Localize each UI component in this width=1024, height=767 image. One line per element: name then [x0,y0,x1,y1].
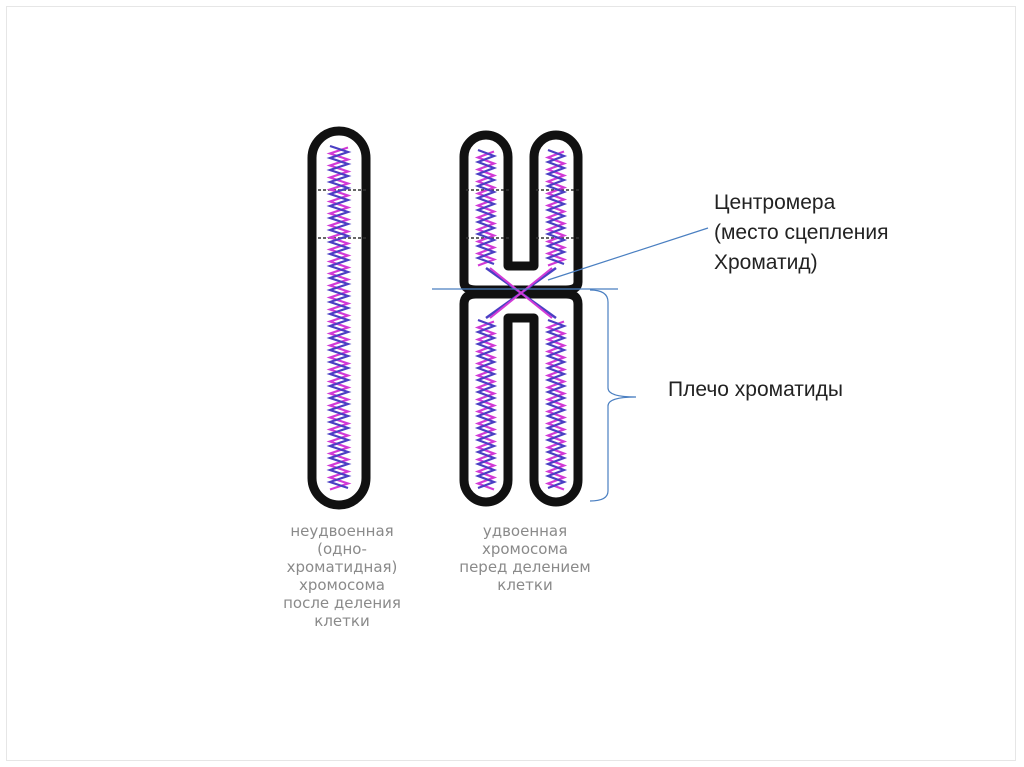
caption-line: (одно- [262,540,422,558]
caption-line: неудвоенная [262,522,422,540]
caption-line: клетки [262,612,422,630]
centromere-label-line: (место сцепления [714,218,888,248]
chromatid-helix-lower-right [548,320,564,490]
caption-line: удвоенная [440,522,610,540]
caption-line: хромосома [262,576,422,594]
chromatid-helix-upper-right [548,150,564,266]
caption-line: клетки [440,576,610,594]
arm-brace [590,290,636,501]
centromere-label-line: Центромера [714,188,888,218]
chromatid-arm-label: Плечо хроматиды [668,375,843,405]
chromatid-helix-upper-left [478,150,494,266]
caption-line: хромосома [440,540,610,558]
caption-line: после деления [262,594,422,612]
caption-line: перед делением [440,558,610,576]
centromere-pointer-line [548,228,708,280]
caption-duplicated: удвоенная хромосома перед делением клетк… [440,522,610,594]
caption-unduplicated: неудвоенная (одно- хроматидная) хромосом… [262,522,422,630]
single-chromatid-helix [330,146,348,490]
centromere-label: Центромера (место сцепления Хроматид) [714,188,888,278]
caption-line: хроматидная) [262,558,422,576]
single-chromosome [312,131,368,505]
chromatid-helix-lower-left [478,320,494,490]
centromere-label-line: Хроматид) [714,248,888,278]
duplicated-chromosome [464,135,580,502]
chromatid-arm-label-text: Плечо хроматиды [668,375,843,405]
